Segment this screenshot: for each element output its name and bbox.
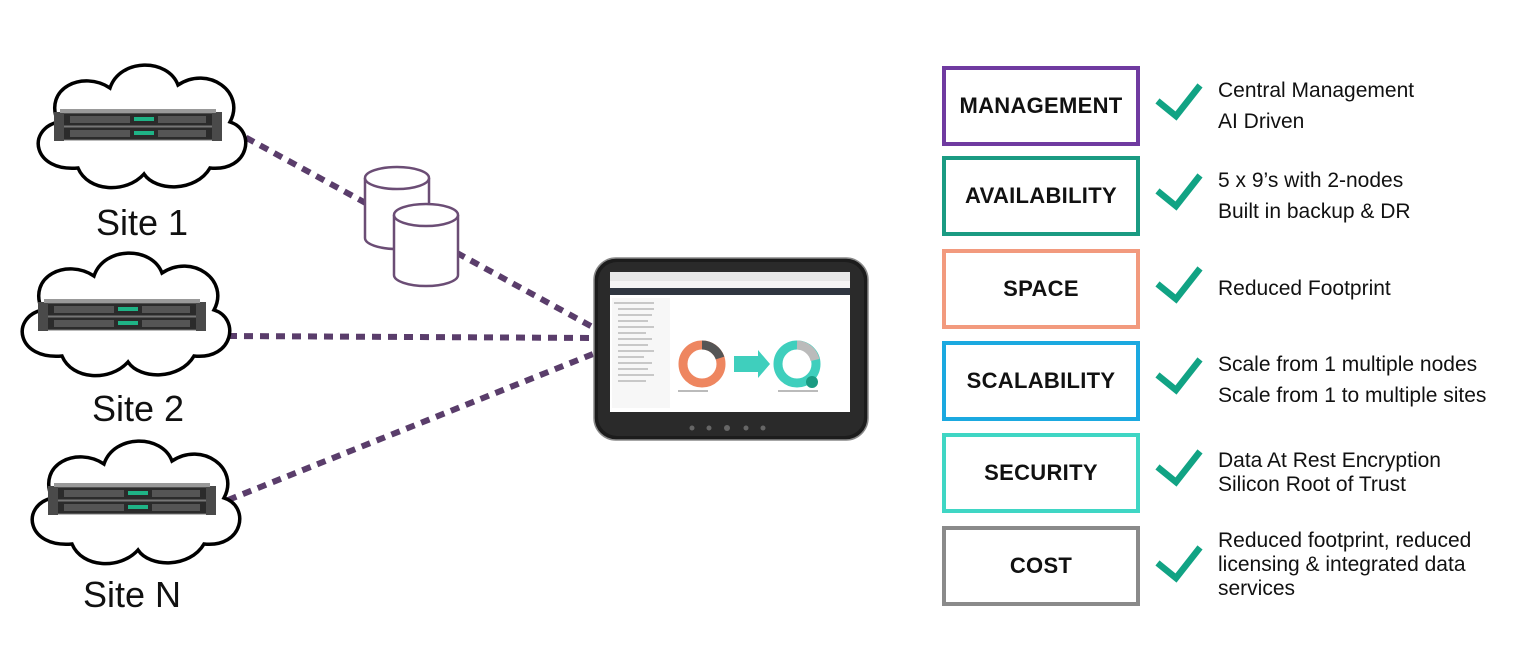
- benefit-text: Reduced footprint, reduced: [1218, 529, 1472, 552]
- server-rack-icon: [37, 298, 207, 332]
- check-mark-icon: [1155, 357, 1203, 395]
- feature-title: COST: [1009, 553, 1073, 578]
- benefit-list-management: Central Management AI Driven: [1218, 75, 1528, 137]
- benefit-text: services: [1218, 577, 1296, 600]
- check-mark-icon: [1155, 545, 1203, 583]
- benefit-list-scalability: Scale from 1 multiple nodes Scale from 1…: [1218, 349, 1528, 411]
- feature-box-availability: AVAILABILITY: [942, 156, 1140, 236]
- tablet-dashboard-icon: [593, 257, 869, 441]
- benefit-text: Scale from 1 to multiple sites: [1218, 384, 1487, 407]
- feature-box-scalability: SCALABILITY: [942, 341, 1140, 421]
- feature-box-management: MANAGEMENT: [942, 66, 1140, 146]
- feature-title: SCALABILITY: [966, 368, 1116, 393]
- feature-title: AVAILABILITY: [965, 183, 1117, 208]
- benefit-text: Central Management: [1218, 79, 1415, 102]
- feature-title: SPACE: [1003, 276, 1079, 301]
- site-label: Site 2: [91, 388, 185, 429]
- benefit-text: Data At Rest Encryption: [1218, 449, 1441, 472]
- check-mark-icon: [1155, 83, 1203, 121]
- server-rack-icon: [53, 108, 223, 142]
- site-2-cloud-icon: [20, 251, 232, 378]
- check-marks: [1155, 83, 1203, 583]
- benefit-text: licensing & integrated data: [1218, 553, 1466, 576]
- benefit-text: 5 x 9’s with 2-nodes: [1218, 169, 1404, 192]
- benefit-text: AI Driven: [1218, 110, 1305, 133]
- site-label: Site 1: [95, 202, 189, 243]
- feature-box-space: SPACE: [942, 249, 1140, 329]
- check-mark-icon: [1155, 449, 1203, 487]
- connection-line-site-n: [226, 349, 600, 503]
- benefit-list-availability: 5 x 9’s with 2-nodes Built in backup & D…: [1218, 165, 1528, 227]
- benefit-list-security: Data At Rest Encryption Silicon Root of …: [1218, 449, 1528, 497]
- server-rack-icon: [47, 482, 217, 516]
- benefit-text: Scale from 1 multiple nodes: [1218, 353, 1478, 376]
- benefit-list-cost: Reduced footprint, reduced licensing & i…: [1218, 529, 1528, 601]
- feature-box-security: SECURITY: [942, 433, 1140, 513]
- connection-line-site-2: [227, 333, 599, 341]
- feature-box-cost: COST: [942, 526, 1140, 606]
- site-label: Site N: [82, 574, 182, 615]
- benefit-text: Built in backup & DR: [1218, 200, 1411, 223]
- site-1-cloud-icon: [36, 63, 248, 190]
- benefit-text: Silicon Root of Trust: [1218, 473, 1406, 496]
- check-mark-icon: [1155, 173, 1203, 211]
- feature-title: MANAGEMENT: [959, 93, 1123, 118]
- benefit-list-space: Reduced Footprint: [1218, 273, 1528, 304]
- benefit-text: Reduced Footprint: [1218, 277, 1391, 300]
- check-mark-icon: [1155, 266, 1203, 304]
- site-n-cloud-icon: [30, 439, 242, 566]
- feature-title: SECURITY: [984, 460, 1098, 485]
- database-icon: [363, 165, 460, 288]
